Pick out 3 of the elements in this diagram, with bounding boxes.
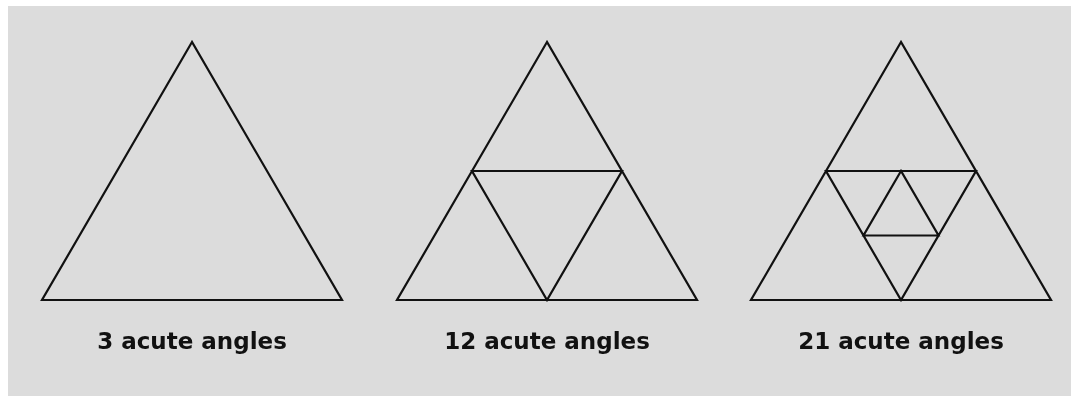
figure-caption: 21 acute angles [797,328,1005,354]
figure-caption: 3 acute angles [96,328,288,354]
figure-caption: 12 acute angles [443,328,651,354]
